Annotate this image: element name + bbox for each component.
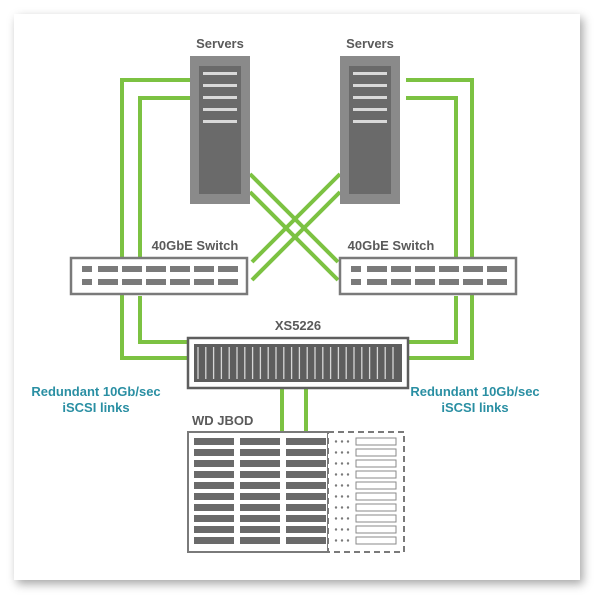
jbod-drive xyxy=(194,438,234,445)
jbod-ellipsis-dot xyxy=(340,528,344,531)
links-right-label-line2: iSCSI links xyxy=(441,400,508,415)
jbod-drive xyxy=(286,537,326,544)
link-lines xyxy=(120,78,474,432)
links-left-label-line1: Redundant 10Gb/sec xyxy=(31,384,160,399)
links-left-label-line2: iSCSI links xyxy=(62,400,129,415)
jbod-drive xyxy=(194,537,234,544)
jbod-ellipsis-dot xyxy=(340,473,344,476)
jbod-ellipsis-dot xyxy=(334,506,338,509)
switch-right-label: 40GbE Switch xyxy=(348,238,435,253)
jbod-empty-slot xyxy=(355,481,397,490)
jbod-drive xyxy=(240,460,280,467)
jbod-ellipsis-dot xyxy=(340,506,344,509)
jbod-empty-slot xyxy=(355,536,397,545)
jbod-empty-slot xyxy=(355,503,397,512)
jbod-drive xyxy=(286,493,326,500)
jbod-ellipsis-dot xyxy=(334,539,338,542)
jbod-ellipsis-dot xyxy=(334,462,338,465)
jbod-drive xyxy=(194,460,234,467)
link-cross-3 xyxy=(250,172,342,264)
jbod-drive xyxy=(194,493,234,500)
jbod-ellipsis-dot xyxy=(346,484,350,487)
jbod-empty-slot xyxy=(355,525,397,534)
jbod-drive xyxy=(240,438,280,445)
link-left-server-outer xyxy=(120,78,190,360)
jbod-drive xyxy=(286,471,326,478)
jbod-ellipsis-dot xyxy=(340,495,344,498)
jbod-ellipsis-dot xyxy=(346,440,350,443)
jbod-drive xyxy=(286,515,326,522)
jbod-label: WD JBOD xyxy=(192,413,253,428)
jbod-ellipsis-dot xyxy=(346,495,350,498)
jbod-drive xyxy=(286,526,326,533)
jbod-ellipsis-dot xyxy=(346,473,350,476)
jbod-drive xyxy=(240,537,280,544)
switch-right xyxy=(338,256,518,296)
jbod-drive xyxy=(240,515,280,522)
jbod-ellipsis-dot xyxy=(346,539,350,542)
jbod-ellipsis-dot xyxy=(346,528,350,531)
jbod-ellipsis-dot xyxy=(334,473,338,476)
jbod-ellipsis-dot xyxy=(340,484,344,487)
switch-left xyxy=(69,256,249,296)
storage-xs5226 xyxy=(186,336,410,390)
jbod-ellipsis-dot xyxy=(346,517,350,520)
jbod-empty-slot xyxy=(355,437,397,446)
jbod-empty-slot xyxy=(355,514,397,523)
jbod-drive xyxy=(194,449,234,456)
jbod-drive xyxy=(240,482,280,489)
jbod-drive xyxy=(194,515,234,522)
jbod-drive xyxy=(194,504,234,511)
jbod-drive xyxy=(286,438,326,445)
jbod xyxy=(187,431,405,553)
jbod-ellipsis-dot xyxy=(334,528,338,531)
jbod-drive xyxy=(240,449,280,456)
jbod-empty-slot xyxy=(355,492,397,501)
jbod-drive xyxy=(286,460,326,467)
jbod-drive xyxy=(194,526,234,533)
link-left-switch-storage xyxy=(138,296,190,344)
jbod-ellipsis-dot xyxy=(340,539,344,542)
jbod-drive xyxy=(286,482,326,489)
servers-left-label: Servers xyxy=(196,36,244,51)
jbod-drive xyxy=(286,504,326,511)
jbod-ellipsis-dot xyxy=(346,462,350,465)
jbod-empty-slot xyxy=(355,448,397,457)
servers-right-label: Servers xyxy=(346,36,394,51)
jbod-empty-slot xyxy=(355,470,397,479)
link-cross-4 xyxy=(250,190,342,282)
jbod-ellipsis-dot xyxy=(340,440,344,443)
jbod-ellipsis-dot xyxy=(334,495,338,498)
jbod-ellipsis-dot xyxy=(334,440,338,443)
jbod-drive xyxy=(240,471,280,478)
jbod-drive xyxy=(194,482,234,489)
jbod-ellipsis-dot xyxy=(334,517,338,520)
jbod-drive xyxy=(240,526,280,533)
jbod-drive xyxy=(240,493,280,500)
switch-left-label: 40GbE Switch xyxy=(152,238,239,253)
link-right-server-outer xyxy=(406,78,474,360)
jbod-drive xyxy=(240,504,280,511)
jbod-ellipsis-dot xyxy=(346,451,350,454)
jbod-drive xyxy=(194,471,234,478)
server-right xyxy=(340,56,400,204)
jbod-ellipsis-dot xyxy=(340,451,344,454)
server-left xyxy=(190,56,250,204)
storage-label: XS5226 xyxy=(275,318,321,333)
links-right-label-line1: Redundant 10Gb/sec xyxy=(410,384,539,399)
jbod-ellipsis-dot xyxy=(340,517,344,520)
jbod-ellipsis-dot xyxy=(334,451,338,454)
jbod-drive xyxy=(286,449,326,456)
jbod-ellipsis-dot xyxy=(340,462,344,465)
jbod-empty-slot xyxy=(355,459,397,468)
link-right-switch-storage xyxy=(406,296,458,344)
jbod-ellipsis-dot xyxy=(334,484,338,487)
jbod-ellipsis-dot xyxy=(346,506,350,509)
